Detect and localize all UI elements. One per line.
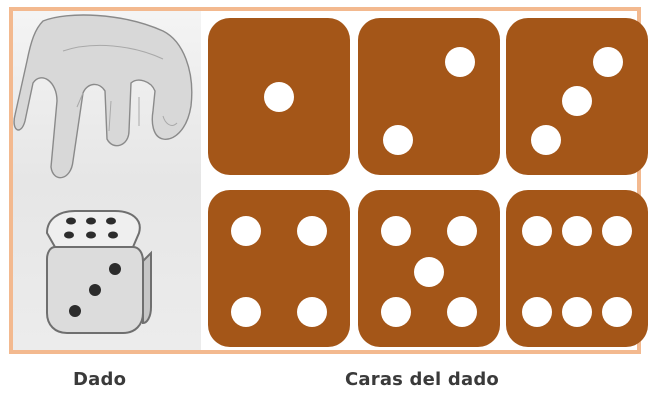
die-3d-icon [45,210,152,334]
pip [522,297,553,328]
hand-throwing-icon [13,14,193,179]
pip [264,81,294,112]
caption-caras-del-dado: Caras del dado [345,369,499,390]
die-face-3 [506,18,648,175]
pip [381,297,412,328]
pip [601,297,632,328]
caption-dado: Dado [73,369,127,390]
pip [296,297,327,328]
pip [381,215,412,246]
pip [446,297,477,328]
die-face-1 [208,18,350,175]
pip [562,86,592,117]
die-face-5 [358,190,500,347]
die-face-4 [208,190,350,347]
pip [530,125,561,156]
die-face-2 [358,18,500,175]
pip [446,215,477,246]
pip [445,46,476,77]
pip [522,215,553,246]
pip [231,297,262,328]
pip [562,215,592,246]
pip [562,297,592,328]
pip [414,256,444,287]
pip [593,46,624,77]
pip [601,215,632,246]
pip [296,215,327,246]
dice-illustration-panel [13,11,201,350]
pip [382,125,413,156]
pip [231,215,262,246]
die-face-6 [506,190,648,347]
